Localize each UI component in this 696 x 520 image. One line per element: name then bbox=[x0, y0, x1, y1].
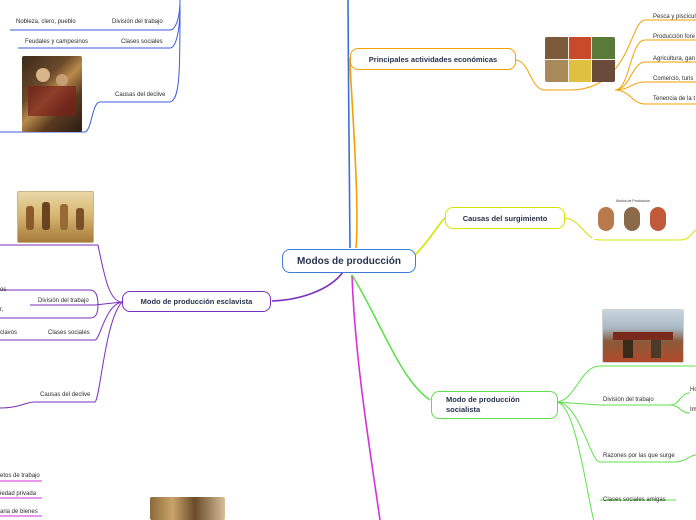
origin-causes-node[interactable]: Causas del surgimiento bbox=[445, 207, 565, 229]
feudal-label-nobleza[interactable]: Nobleza, clero, pueblo bbox=[16, 19, 76, 25]
slave-mode-label: Modo de producción esclavista bbox=[140, 297, 253, 306]
slave-mode-node[interactable]: Modo de producción esclavista bbox=[122, 291, 271, 312]
central-topic-label: Modos de producción bbox=[297, 255, 401, 267]
bottom-painting-image bbox=[150, 497, 225, 520]
bottom-label-1: etos de trabajo bbox=[0, 473, 40, 479]
socialist-mode-label: Modo de producción socialista bbox=[446, 395, 520, 414]
feudal-label-feudales[interactable]: Feudales y campesinos bbox=[25, 39, 89, 45]
feudal-label-causas[interactable]: Causas del declive bbox=[115, 92, 166, 98]
bottom-label-2: iedad privada bbox=[0, 491, 37, 497]
socialist-painting-image bbox=[602, 309, 684, 363]
slave-label-os: os bbox=[0, 287, 7, 293]
slave-label-causas[interactable]: Causas del declive bbox=[40, 392, 91, 398]
economic-item-2[interactable]: Producción fore bbox=[653, 34, 696, 40]
feudal-label-clases[interactable]: Clases sociales bbox=[121, 39, 163, 45]
central-topic[interactable]: Modos de producción bbox=[282, 249, 416, 273]
economic-collage-image bbox=[545, 37, 615, 82]
socialist-mode-node[interactable]: Modo de producción socialista bbox=[431, 391, 558, 419]
origin-cartoon-image: Modos de Produccion bbox=[592, 199, 674, 239]
origin-image-title: Modos de Produccion bbox=[616, 199, 650, 203]
slave-label-r: r, bbox=[0, 307, 4, 313]
slave-label-clavos: clavos bbox=[0, 330, 18, 336]
slave-painting-image bbox=[17, 191, 94, 243]
economic-item-5[interactable]: Tenencia de la t bbox=[653, 96, 696, 102]
economic-activities-label: Principales actividades económicas bbox=[368, 54, 498, 64]
slave-label-clases[interactable]: Clases sociales bbox=[48, 330, 90, 336]
socialist-sub-ho: Ho bbox=[690, 387, 696, 393]
feudal-label-division[interactable]: División del trabajo bbox=[112, 19, 163, 25]
slave-label-division[interactable]: División del trabajo bbox=[38, 298, 89, 304]
economic-activities-node[interactable]: Principales actividades económicas bbox=[350, 48, 516, 70]
socialist-label-razones[interactable]: Razones por las que surge bbox=[603, 453, 675, 459]
socialist-label-division[interactable]: División del trabajo bbox=[603, 397, 654, 403]
feudal-painting-image bbox=[22, 56, 82, 132]
economic-item-3[interactable]: Agricultura, gan bbox=[653, 56, 696, 62]
socialist-label-clases[interactable]: Clases sociales amigas bbox=[603, 497, 666, 503]
origin-causes-label: Causas del surgimiento bbox=[462, 213, 548, 223]
economic-item-4[interactable]: Comercio, turis bbox=[653, 76, 694, 82]
socialist-sub-im: Im bbox=[690, 407, 696, 413]
bottom-label-3: aria de bienes bbox=[0, 509, 38, 515]
economic-item-1[interactable]: Pesca y piscicult bbox=[653, 14, 696, 20]
